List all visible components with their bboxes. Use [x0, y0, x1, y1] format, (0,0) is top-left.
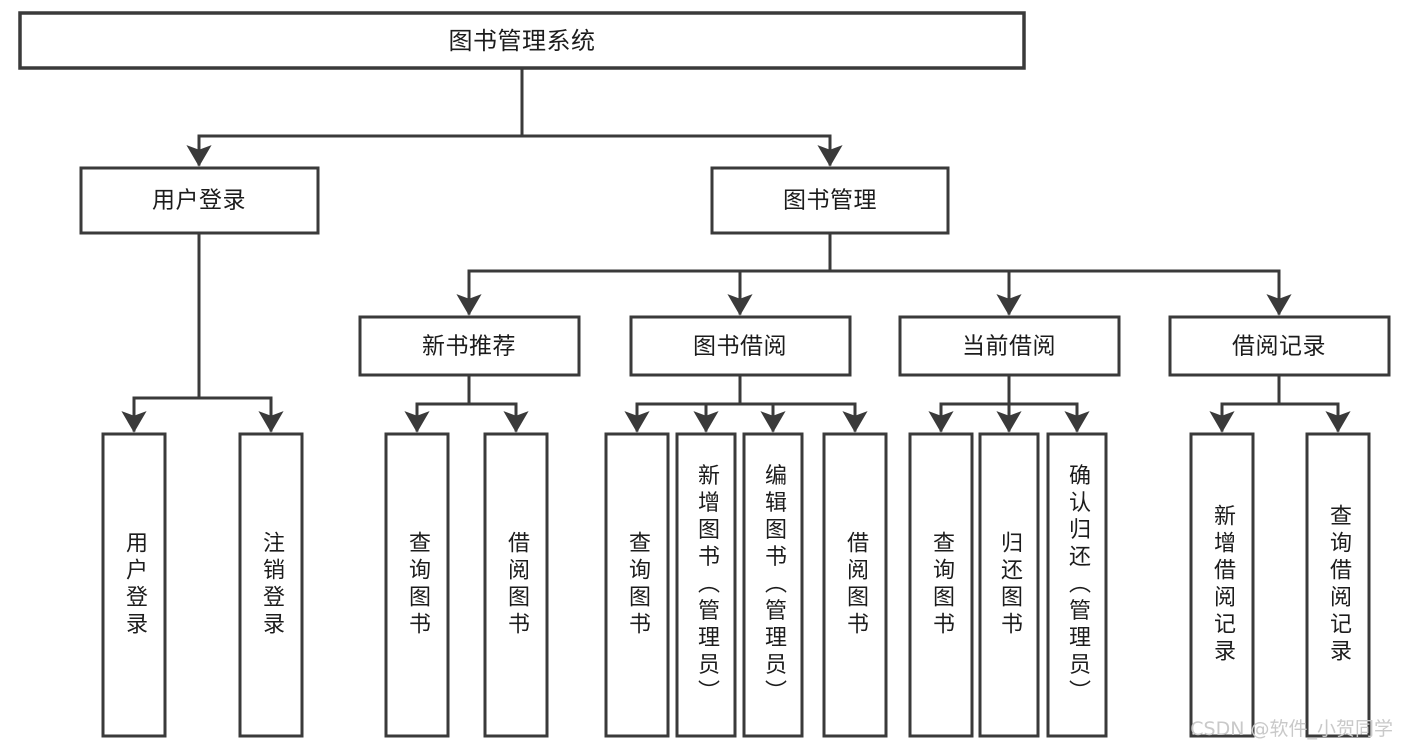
node-user-login-box[interactable] — [79, 166, 320, 235]
node-leaf-add-record-box[interactable] — [1189, 432, 1255, 738]
node-leaf-borrow-book-1[interactable]: 借阅图书 — [483, 432, 549, 738]
node-new-book-rec-box[interactable] — [358, 315, 581, 377]
node-leaf-query-book-3-box[interactable] — [908, 432, 974, 738]
node-leaf-query-record-label: 查询借阅记录 — [1326, 504, 1352, 666]
node-borrow-record[interactable]: 借阅记录 — [1168, 315, 1391, 377]
node-leaf-query-record[interactable]: 查询借阅记录 — [1305, 432, 1371, 738]
node-borrow-record-box[interactable] — [1168, 315, 1391, 377]
node-leaf-edit-book[interactable]: 编辑图书（管理员） — [742, 432, 804, 738]
node-new-book-rec-label: 新书推荐 — [422, 334, 516, 360]
node-leaf-query-book-3[interactable]: 查询图书 — [908, 432, 974, 738]
node-book-borrow-label: 图书借阅 — [693, 334, 787, 360]
node-current-borrow-box[interactable] — [898, 315, 1121, 377]
node-leaf-confirm-return-box[interactable] — [1046, 432, 1108, 738]
node-leaf-add-book-label: 新增图书（管理员） — [694, 464, 720, 707]
node-root[interactable]: 图书管理系统 — [18, 11, 1026, 70]
node-user-login-label: 用户登录 — [152, 188, 246, 214]
node-leaf-query-book-2-label: 查询图书 — [625, 531, 651, 639]
node-leaf-borrow-book-1-box[interactable] — [483, 432, 549, 738]
node-new-book-rec[interactable]: 新书推荐 — [358, 315, 581, 377]
connector-group-current-borrow — [928, 373, 1090, 433]
node-leaf-query-book-2-box[interactable] — [604, 432, 670, 738]
connector-group-new-book-rec — [404, 373, 529, 433]
node-leaf-query-book-1[interactable]: 查询图书 — [384, 432, 450, 738]
node-leaf-user-login-label: 用户登录 — [122, 531, 148, 639]
node-leaf-add-book-box[interactable] — [675, 432, 737, 738]
node-leaf-add-record-label: 新增借阅记录 — [1210, 504, 1236, 666]
node-leaf-query-book-3-label: 查询图书 — [929, 531, 955, 639]
node-leaf-logout-label: 注销登录 — [259, 531, 285, 639]
node-book-manage[interactable]: 图书管理 — [710, 166, 950, 235]
node-leaf-confirm-return-label: 确认归还（管理员） — [1065, 464, 1091, 707]
node-current-borrow-label: 当前借阅 — [962, 334, 1056, 360]
node-leaf-edit-book-label: 编辑图书（管理员） — [761, 464, 787, 707]
node-book-borrow[interactable]: 图书借阅 — [629, 315, 852, 377]
node-leaf-logout[interactable]: 注销登录 — [238, 432, 304, 738]
node-borrow-record-label: 借阅记录 — [1232, 334, 1326, 360]
connector-group-book-borrow — [624, 373, 868, 433]
node-leaf-user-login-box[interactable] — [101, 432, 167, 738]
node-leaf-return-book-label: 归还图书 — [997, 531, 1023, 639]
node-book-borrow-box[interactable] — [629, 315, 852, 377]
node-leaf-return-book-box[interactable] — [978, 432, 1040, 738]
node-leaf-borrow-book-2-box[interactable] — [822, 432, 888, 738]
connector-group-root — [186, 66, 843, 167]
node-leaf-borrow-book-2[interactable]: 借阅图书 — [822, 432, 888, 738]
connector-group-borrow-record — [1209, 373, 1351, 433]
node-leaf-borrow-book-1-label: 借阅图书 — [504, 531, 530, 639]
node-leaf-return-book[interactable]: 归还图书 — [978, 432, 1040, 738]
connector-group-book-manage — [456, 231, 1292, 316]
node-leaf-query-book-1-label: 查询图书 — [405, 531, 431, 639]
node-root-label: 图书管理系统 — [449, 27, 596, 55]
node-current-borrow[interactable]: 当前借阅 — [898, 315, 1121, 377]
node-book-manage-label: 图书管理 — [783, 188, 877, 214]
node-leaf-query-book-2[interactable]: 查询图书 — [604, 432, 670, 738]
connector-group-user-login — [121, 231, 284, 433]
node-leaf-confirm-return[interactable]: 确认归还（管理员） — [1046, 432, 1108, 738]
node-leaf-logout-box[interactable] — [238, 432, 304, 738]
node-leaf-edit-book-box[interactable] — [742, 432, 804, 738]
node-leaf-borrow-book-2-label: 借阅图书 — [843, 531, 869, 639]
node-leaf-query-book-1-box[interactable] — [384, 432, 450, 738]
node-leaf-add-record[interactable]: 新增借阅记录 — [1189, 432, 1255, 738]
node-user-login[interactable]: 用户登录 — [79, 166, 320, 235]
node-leaf-add-book[interactable]: 新增图书（管理员） — [675, 432, 737, 738]
node-leaf-user-login[interactable]: 用户登录 — [101, 432, 167, 738]
node-root-box[interactable] — [18, 11, 1026, 70]
node-leaf-query-record-box[interactable] — [1305, 432, 1371, 738]
node-book-manage-box[interactable] — [710, 166, 950, 235]
